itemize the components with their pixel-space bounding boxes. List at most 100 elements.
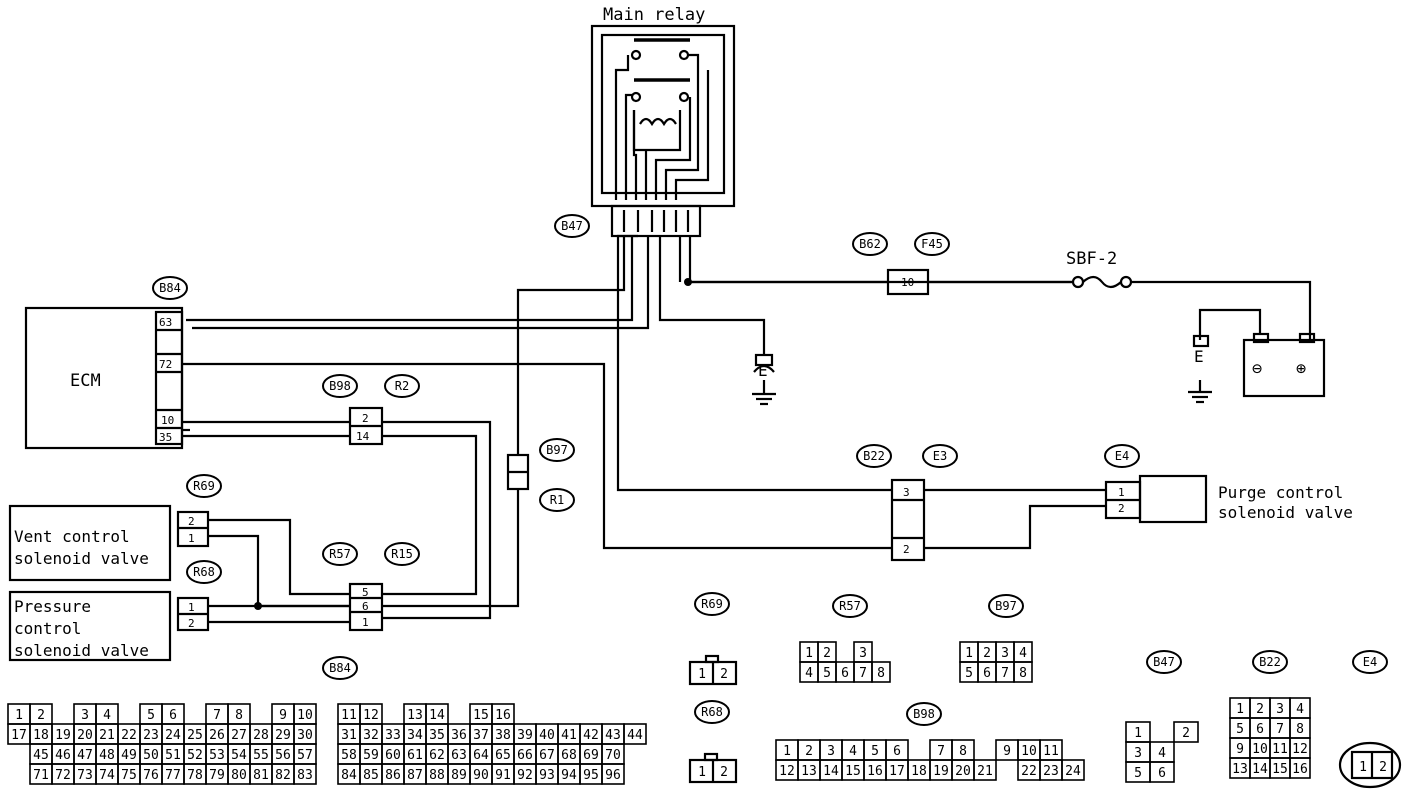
b47-pin-cell: 2 — [1182, 726, 1190, 741]
b98-pin-cell: 16 — [867, 764, 883, 779]
pressure-valve-label-3: solenoid valve — [14, 641, 149, 660]
b22-pin-cell: 12 — [1292, 742, 1308, 757]
b84-pin-cell: 89 — [451, 768, 467, 783]
b97-tag: B97 — [539, 438, 575, 462]
b84-pin-cell: 11 — [341, 708, 357, 723]
b84-pin-cell: 85 — [363, 768, 379, 783]
b84-pin-cell: 14 — [429, 708, 445, 723]
b98-pin-cell: 1 — [783, 744, 791, 759]
b84-pin-cell: 50 — [143, 748, 159, 763]
b22-pin-cell: 4 — [1296, 702, 1304, 717]
b84-pin-cell: 33 — [385, 728, 401, 743]
r57-tag-label: R57 — [329, 547, 351, 561]
b84-pin-cell: 66 — [517, 748, 533, 763]
b84-pin-cell: 47 — [77, 748, 93, 763]
r69-pin-cell: 2 — [720, 667, 728, 682]
b84-pin-cell: 16 — [495, 708, 511, 723]
pressure-valve-box — [8, 590, 172, 662]
e4-view-tag: E4 — [1363, 655, 1377, 669]
r69-tag: R69 — [186, 474, 222, 498]
b84-pin-cell: 70 — [605, 748, 621, 763]
b84-pin-cell: 32 — [363, 728, 379, 743]
e3-tag: E3 — [922, 444, 958, 468]
b84-pin-cell: 15 — [473, 708, 489, 723]
b98-tag-label: B98 — [329, 379, 351, 393]
ground-label-2: E — [1194, 347, 1204, 366]
b84-pin-cell: 62 — [429, 748, 445, 763]
b22-tag-label: B22 — [863, 449, 885, 463]
main-relay-box — [590, 24, 736, 208]
ecm-pin-72: 72 — [159, 358, 172, 371]
b98-pin-cell: 19 — [933, 764, 949, 779]
b84-pin-cell: 2 — [37, 708, 45, 723]
b98-pin-cell: 6 — [893, 744, 901, 759]
r57-pin-cell: 2 — [823, 646, 831, 661]
b84-pin-cell: 30 — [297, 728, 313, 743]
b47-tag: B47 — [554, 214, 590, 238]
r68-tag-label: R68 — [193, 565, 215, 579]
b98-pin-14: 14 — [356, 430, 370, 443]
ecm-pin-35: 35 — [159, 431, 172, 444]
r57-pin-cell: 3 — [859, 646, 867, 661]
battery-neg: ⊖ — [1252, 359, 1262, 379]
b84-pin-cell: 45 — [33, 748, 49, 763]
b84-pin-cell: 36 — [451, 728, 467, 743]
b22-pin-3: 3 — [903, 486, 910, 499]
b84-pin-cell: 34 — [407, 728, 423, 743]
b84-pin-cell: 37 — [473, 728, 489, 743]
b84-pin-cell: 71 — [33, 768, 49, 783]
r57-view-tag: R57 — [839, 599, 861, 613]
b84-pin-cell: 69 — [583, 748, 599, 763]
b47-pin-cell: 6 — [1158, 766, 1166, 781]
b98-pin-cell: 5 — [871, 744, 879, 759]
r57-pin-cell: 6 — [841, 666, 849, 681]
b22-pin-cell: 7 — [1276, 722, 1284, 737]
b47-connector — [610, 204, 702, 238]
b98-pin-cell: 4 — [849, 744, 857, 759]
r68-pin-cell: 2 — [720, 765, 728, 780]
purge-valve-label-2: solenoid valve — [1218, 503, 1353, 522]
b47-tag-label: B47 — [561, 219, 583, 233]
r57-pin-cell: 8 — [877, 666, 885, 681]
b84-pin-cell: 26 — [209, 728, 225, 743]
e4-tag-label: E4 — [1115, 449, 1129, 463]
b22-pin-cell: 6 — [1256, 722, 1264, 737]
b22-pin-cell: 9 — [1236, 742, 1244, 757]
b62-pin-10: 10 — [901, 276, 914, 289]
b84-pin-cell: 51 — [165, 748, 181, 763]
r68-tag: R68 — [186, 560, 222, 584]
b84-pin-cell: 43 — [605, 728, 621, 743]
b98-pin-cell: 24 — [1065, 764, 1081, 779]
r57-pin-1: 1 — [362, 616, 369, 629]
vent-valve-box — [8, 504, 172, 582]
b98-pin-cell: 8 — [959, 744, 967, 759]
b97-pin-cell: 3 — [1001, 646, 1009, 661]
b22-pin-cell: 5 — [1236, 722, 1244, 737]
b84-pin-cell: 12 — [363, 708, 379, 723]
b22-pin-cell: 15 — [1272, 762, 1288, 777]
r57-pin-5: 5 — [362, 586, 369, 599]
b84-pin-cell: 41 — [561, 728, 577, 743]
b97-view-tag: B97 — [995, 599, 1017, 613]
b97-pin-cell: 2 — [983, 646, 991, 661]
b98-view-tag: B98 — [913, 707, 935, 721]
pressure-valve-label-1: Pressure — [14, 597, 91, 616]
b22-pin-cell: 3 — [1276, 702, 1284, 717]
b98-pin-cell: 18 — [911, 764, 927, 779]
b84-pin-cell: 5 — [147, 708, 155, 723]
b84-pin-cell: 10 — [297, 708, 313, 723]
b97-pin-cell: 6 — [983, 666, 991, 681]
b97-tag-label: B97 — [546, 443, 568, 457]
b98-pin-cell: 20 — [955, 764, 971, 779]
b84-pin-cell: 6 — [169, 708, 177, 723]
b84-pin-cell: 60 — [385, 748, 401, 763]
main-relay-title: Main relay — [603, 5, 705, 25]
b84-pin-cell: 9 — [279, 708, 287, 723]
